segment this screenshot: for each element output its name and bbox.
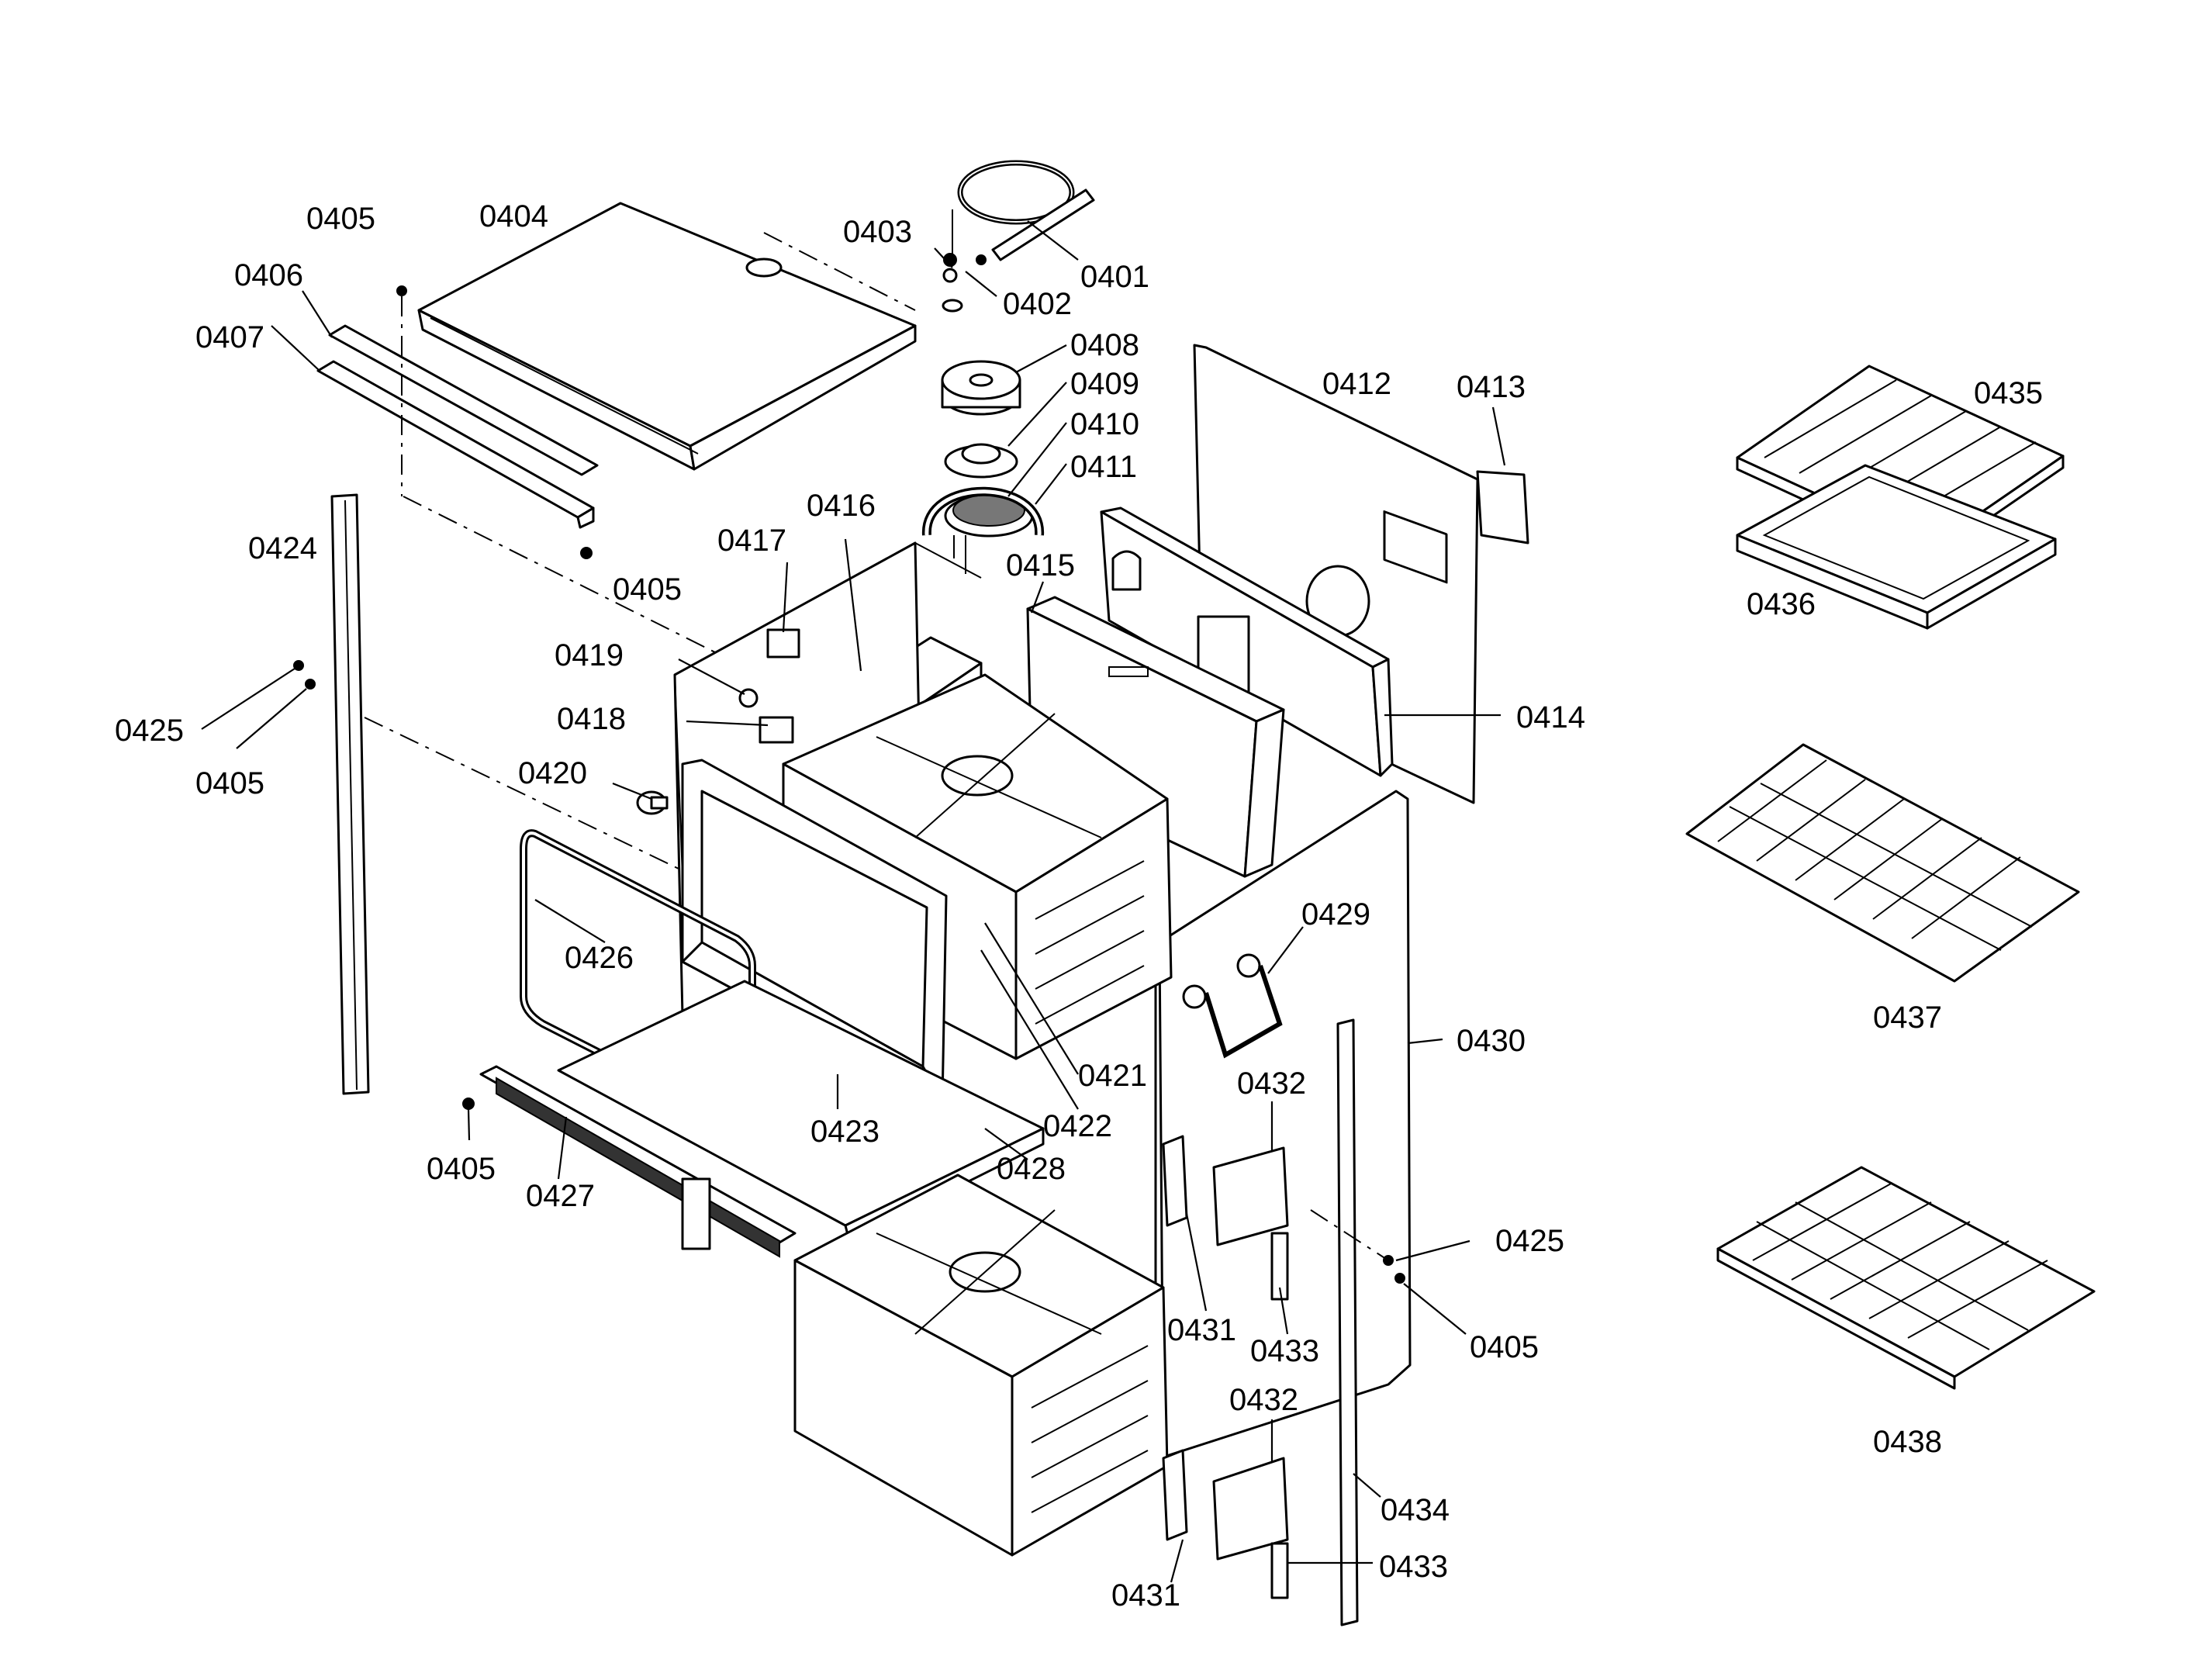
label-0424: 0424	[248, 531, 317, 565]
front-strip-0407	[316, 360, 595, 529]
label-0405-left: 0405	[195, 766, 264, 800]
hinge-upper	[1162, 1135, 1289, 1301]
label-0407: 0407	[195, 320, 264, 354]
label-0402: 0402	[1003, 287, 1072, 321]
label-0432-lower: 0432	[1229, 1383, 1298, 1417]
clamp-0403	[942, 209, 963, 313]
fan-motor-0410	[944, 494, 1034, 574]
knob-0420	[636, 790, 669, 815]
label-0416: 0416	[807, 489, 876, 523]
hinge-lower	[1162, 1449, 1289, 1599]
screw-0425-left	[293, 660, 304, 671]
lower-oven-cavity	[793, 1174, 1169, 1557]
label-0419: 0419	[555, 638, 624, 672]
fan-heater-ring-0411	[921, 486, 1045, 536]
label-0418: 0418	[557, 702, 626, 736]
leader-lines	[201, 220, 1506, 1583]
label-0410: 0410	[1070, 407, 1139, 441]
label-0436: 0436	[1747, 587, 1816, 621]
side-trim-0434	[1336, 1018, 1359, 1626]
vent-0427	[479, 1065, 797, 1258]
label-0431-lower: 0431	[1111, 1578, 1180, 1613]
label-0405-bottom: 0405	[427, 1152, 496, 1186]
label-0428: 0428	[997, 1152, 1066, 1186]
label-0422: 0422	[1043, 1109, 1112, 1143]
label-0437: 0437	[1873, 1001, 1942, 1035]
label-0421: 0421	[1078, 1059, 1147, 1093]
label-0426: 0426	[565, 941, 634, 975]
label-0431-upper: 0431	[1167, 1313, 1236, 1347]
label-0434: 0434	[1381, 1493, 1450, 1527]
screw-0405-left	[305, 679, 316, 690]
label-0401: 0401	[1080, 260, 1149, 294]
top-cover-0404	[417, 202, 917, 471]
label-0432-upper: 0432	[1237, 1066, 1306, 1101]
front-strip-0406	[328, 324, 599, 476]
label-0425-left: 0425	[115, 714, 184, 748]
label-0420: 0420	[518, 756, 587, 790]
label-0406: 0406	[234, 258, 303, 292]
label-0429: 0429	[1301, 897, 1370, 932]
fan-blade-0409	[944, 443, 1018, 479]
label-0417: 0417	[717, 524, 786, 558]
label-0425-right: 0425	[1495, 1224, 1564, 1258]
label-0423: 0423	[810, 1115, 880, 1149]
part-labels: 0401 0402 0403 0404 0405 0406 0407 0408 …	[115, 199, 2043, 1613]
label-0435: 0435	[1974, 376, 2043, 410]
fan-cover-0408	[941, 360, 1021, 416]
oven-rack-0438	[1716, 1166, 2096, 1390]
screw-0405-bottom	[462, 1098, 475, 1110]
side-rail-0424	[330, 493, 370, 1095]
grommet-0419	[738, 688, 759, 708]
label-0415: 0415	[1006, 548, 1075, 582]
label-0403: 0403	[843, 215, 912, 249]
rear-wall-0414	[1100, 506, 1394, 777]
label-0405-mid: 0405	[613, 572, 682, 607]
broil-pan-0436	[1736, 464, 2057, 630]
label-0430: 0430	[1457, 1024, 1526, 1058]
label-0414: 0414	[1516, 700, 1585, 735]
screw-0405-mid	[580, 547, 593, 559]
bracket-0413	[1476, 470, 1529, 544]
label-0413: 0413	[1457, 370, 1526, 404]
power-cord-0401	[957, 160, 1095, 261]
label-0404: 0404	[479, 199, 548, 233]
label-0433-lower: 0433	[1379, 1550, 1448, 1584]
label-0408: 0408	[1070, 328, 1139, 362]
screw-0405-top	[396, 285, 407, 496]
bushing-0402	[976, 254, 987, 265]
label-0427: 0427	[526, 1179, 595, 1213]
oven-rack-0437	[1685, 743, 2080, 983]
switch-0418	[759, 716, 794, 744]
label-0405-right: 0405	[1470, 1330, 1539, 1364]
label-0412: 0412	[1322, 367, 1391, 401]
insulation-panel-0415	[1026, 596, 1285, 878]
label-0409: 0409	[1070, 367, 1139, 401]
label-0438: 0438	[1873, 1425, 1942, 1459]
label-0405-top: 0405	[306, 202, 375, 236]
screw-0405-right	[1394, 1273, 1405, 1284]
switch-0417	[766, 628, 800, 659]
label-0433-upper: 0433	[1250, 1334, 1319, 1368]
label-0411: 0411	[1070, 450, 1137, 484]
